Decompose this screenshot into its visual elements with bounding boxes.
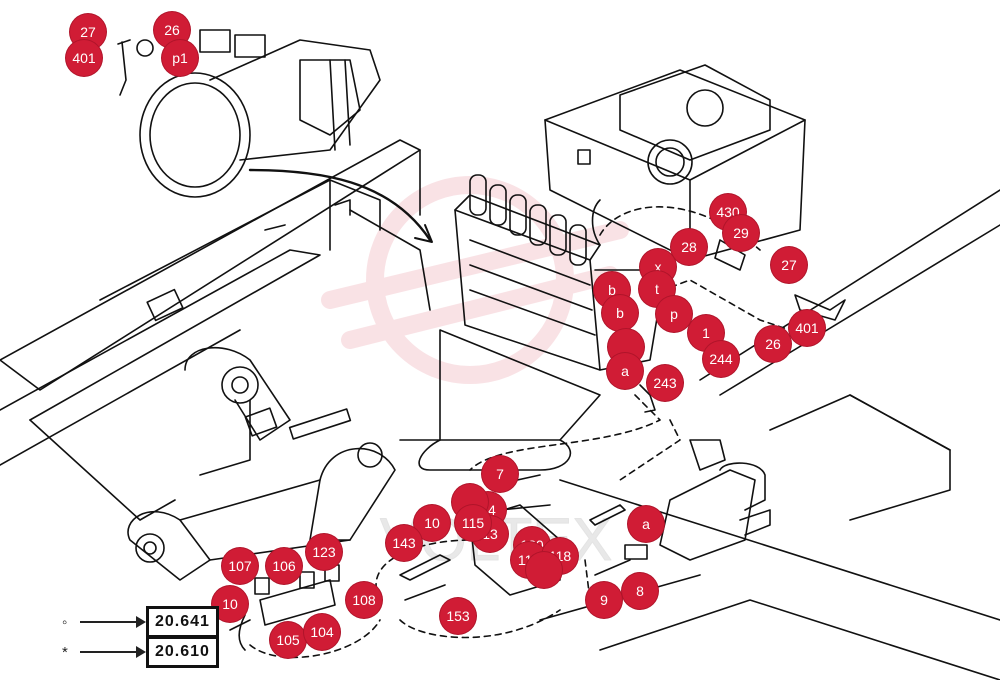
callout-123[interactable]: 123 (306, 534, 342, 570)
callout-108[interactable]: 108 (346, 582, 382, 618)
callout-243[interactable]: 243 (647, 365, 683, 401)
legend-asterisk-symbol: * (62, 643, 68, 661)
callout-p1-port[interactable]: p1 (162, 40, 198, 76)
legend-reference-20-610[interactable]: 20.610 (146, 636, 219, 668)
callout-107[interactable]: 107 (222, 548, 258, 584)
callout-26-seal-right[interactable]: 26 (755, 326, 791, 362)
callout-7[interactable]: 7 (482, 456, 518, 492)
callout-8[interactable]: 8 (622, 573, 658, 609)
legend-reference-20-641[interactable]: 20.641 (146, 606, 219, 638)
callout-9[interactable]: 9 (586, 582, 622, 618)
callout-27-bolt-right[interactable]: 27 (771, 247, 807, 283)
callout-unlabeled-lower-block[interactable] (526, 552, 562, 588)
callout-a-port-lower[interactable]: a (628, 506, 664, 542)
legend-row-circle: ◦ 20.641 (62, 606, 219, 638)
callout-401-hose-right[interactable]: 401 (789, 310, 825, 346)
callout-105[interactable]: 105 (270, 622, 306, 658)
callout-106[interactable]: 106 (266, 548, 302, 584)
callout-401-hose-top-left[interactable]: 401 (66, 40, 102, 76)
callout-28[interactable]: 28 (671, 229, 707, 265)
legend-row-asterisk: * 20.610 (62, 636, 219, 668)
legend-circle-symbol: ◦ (62, 613, 68, 631)
callout-104[interactable]: 104 (304, 614, 340, 650)
callout-a-port-upper[interactable]: a (607, 353, 643, 389)
legend-arrow-icon (80, 646, 146, 658)
callout-143[interactable]: 143 (386, 525, 422, 561)
callout-b-port-lower[interactable]: b (602, 295, 638, 331)
callout-115[interactable]: 115 (455, 505, 491, 541)
callout-153[interactable]: 153 (440, 598, 476, 634)
callout-244[interactable]: 244 (703, 341, 739, 377)
callout-10-upper[interactable]: 10 (414, 505, 450, 541)
callout-p-port[interactable]: p (656, 296, 692, 332)
callout-29[interactable]: 29 (723, 215, 759, 251)
legend-arrow-icon (80, 616, 146, 628)
